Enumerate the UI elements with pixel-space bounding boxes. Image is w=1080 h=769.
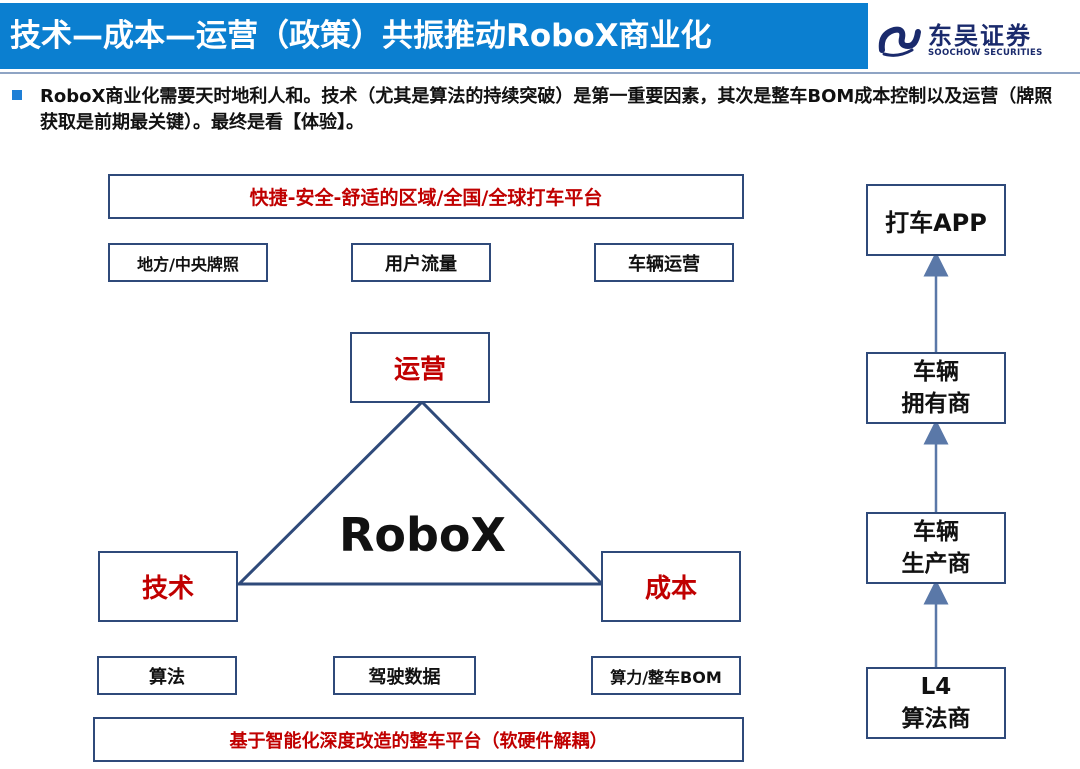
node-technology: 技术 (98, 551, 238, 622)
operation-factor-label: 用户流量 (385, 253, 457, 275)
center-label: RoboX (338, 508, 507, 562)
page-title: 技术—成本—运营（政策）共振推动RoboX商业化 (10, 18, 712, 54)
node-cost: 成本 (601, 551, 741, 622)
chain-label: L4 算法商 (901, 674, 971, 732)
tech-factor-compute-bom: 算力/整车BOM (591, 656, 741, 695)
tech-factor-algorithm: 算法 (97, 656, 237, 695)
operation-factor-label: 车辆运营 (628, 253, 700, 275)
logo-name-en: SOOCHOW SECURITIES (928, 48, 1043, 58)
chain-l4-algorithm: L4 算法商 (866, 667, 1006, 739)
company-logo: 东吴证券 SOOCHOW SECURITIES (878, 16, 1068, 62)
node-technology-label: 技术 (141, 574, 194, 604)
tech-factor-label: 算力/整车BOM (610, 667, 722, 687)
chain-ride-app: 打车APP (866, 184, 1006, 256)
intro-text: RoboX商业化需要天时地利人和。技术（尤其是算法的持续突破）是第一重要因素，其… (40, 86, 1053, 133)
bottom-platform-label: 基于智能化深度改造的整车平台（软硬件解耦） (229, 730, 608, 752)
chain-vehicle-manufacturer: 车辆 生产商 (866, 512, 1006, 584)
top-platform-box: 快捷-安全-舒适的区域/全国/全球打车平台 (108, 174, 744, 219)
tech-factor-label: 驾驶数据 (368, 666, 441, 688)
node-cost-label: 成本 (644, 574, 697, 604)
operation-factor-label: 地方/中央牌照 (137, 254, 239, 274)
chain-label: 车辆 生产商 (901, 519, 971, 577)
header-divider (0, 72, 1080, 74)
tech-factor-driving-data: 驾驶数据 (333, 656, 476, 695)
bottom-platform-box: 基于智能化深度改造的整车平台（软硬件解耦） (93, 717, 744, 762)
logo-name-cn: 东吴证券 (928, 22, 1032, 50)
top-platform-label: 快捷-安全-舒适的区域/全国/全球打车平台 (249, 187, 603, 209)
chain-vehicle-owner: 车辆 拥有商 (866, 352, 1006, 424)
node-operation-label: 运营 (393, 355, 446, 385)
soochow-logo-icon (878, 26, 921, 57)
triangle-outline (235, 399, 606, 586)
header: 技术—成本—运营（政策）共振推动RoboX商业化 东吴证券 SOOCHOW SE… (0, 0, 1080, 70)
operation-factor-fleet: 车辆运营 (594, 243, 734, 282)
title-bar: 技术—成本—运营（政策）共振推动RoboX商业化 (0, 3, 868, 69)
chain-label: 车辆 拥有商 (901, 359, 971, 417)
bullet-icon (12, 90, 22, 100)
node-operation: 运营 (350, 332, 490, 403)
tech-factor-label: 算法 (149, 666, 185, 688)
operation-factor-traffic: 用户流量 (351, 243, 491, 282)
operation-factor-license: 地方/中央牌照 (108, 243, 268, 282)
chain-label: 打车APP (885, 208, 987, 237)
